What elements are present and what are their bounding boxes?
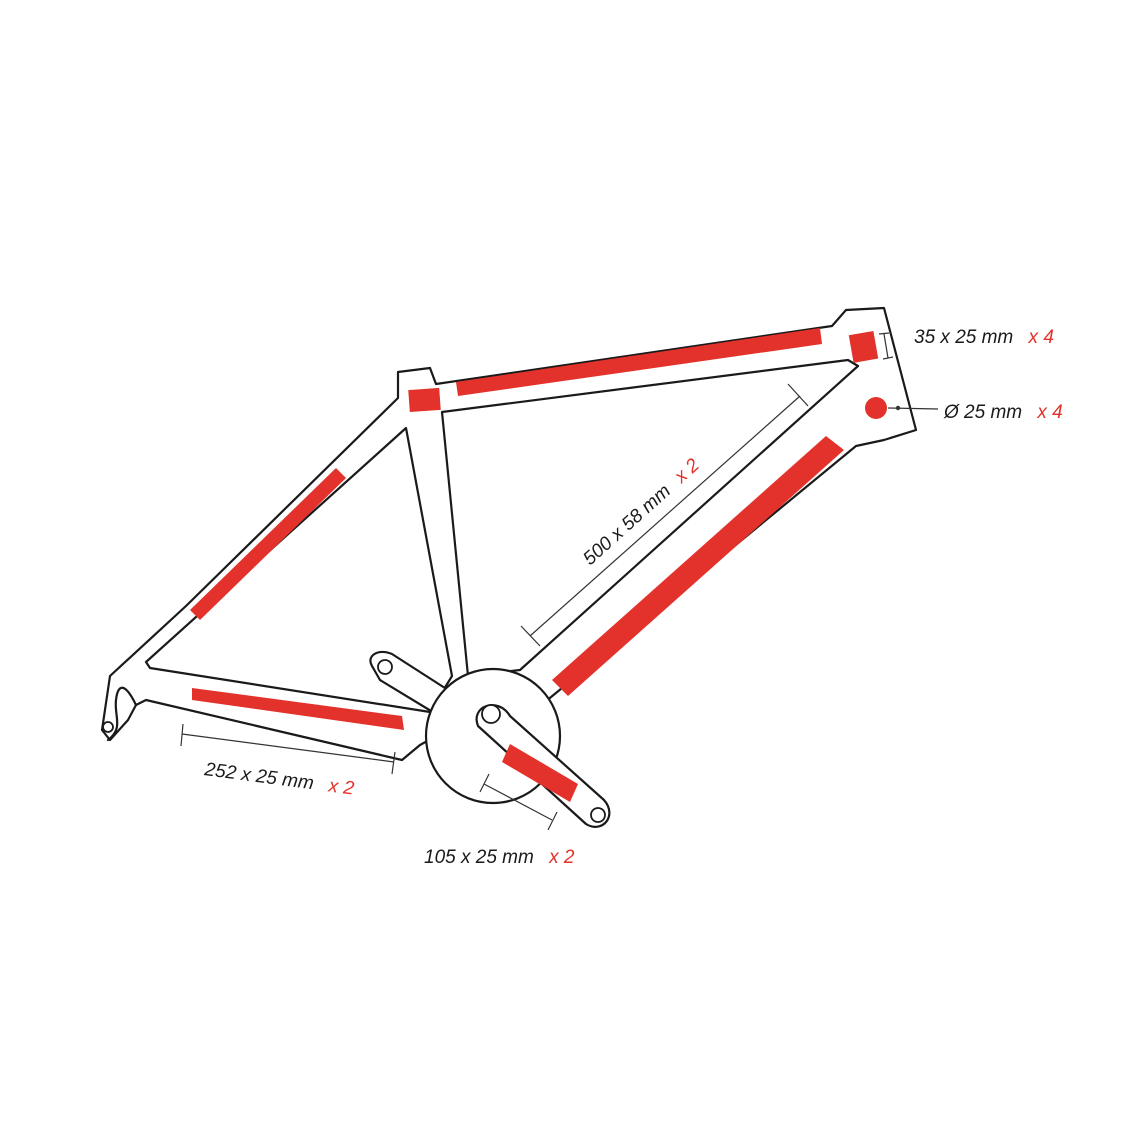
rear-dropout [106,686,138,742]
sticker-down-tube [552,436,844,696]
label-head-round-size: Ø 25 mm [943,402,1022,423]
label-chainstay: 252 x 25 mm x 2 [202,759,355,800]
dropout-hole [102,721,114,733]
sticker-head-tube-small [848,330,879,363]
dim-head-small-tick-bottom [882,356,894,360]
sticker-top-tube [456,328,822,396]
label-chainstay-size: 252 x 25 mm [202,759,315,794]
sticker-head-tube-round [865,397,887,419]
dim-down-tube-tick-low [520,625,541,647]
dim-head-small-tick-top [878,332,890,335]
dim-head-small [883,333,889,359]
dim-chainstay-tick-right [391,751,396,775]
dimension-lines [180,332,939,831]
label-head-round: Ø 25 mm x 4 [943,402,1063,423]
stickers [190,328,887,802]
bike-frame [100,306,918,762]
rear-triangle-opening [144,426,454,714]
dim-crank-tick-left [479,773,490,793]
pedal-hole-rear [377,659,393,675]
dim-chainstay-tick-left [180,723,184,747]
sticker-crank [502,744,578,802]
label-head-round-qty: x 4 [1036,402,1062,423]
label-head-small-qty: x 4 [1028,327,1054,348]
dim-crank-tick-right [547,811,558,831]
label-crank: 105 x 25 mm x 2 [424,847,575,868]
dim-down-tube-tick-high [787,383,809,407]
dim-chainstay [181,733,395,763]
sticker-seat-cluster [408,387,441,413]
label-head-small: 35 x 25 mm x 4 [914,327,1054,348]
sticker-chainstay [192,688,404,730]
pedal-hole-front [590,807,606,823]
leader-head-round-dot [895,405,901,411]
sticker-seat-stay [190,468,346,620]
crank-spindle [481,704,501,724]
dim-crank [483,783,553,821]
frame-inner-opening [440,358,860,678]
label-head-small-size: 35 x 25 mm [914,327,1013,348]
label-crank-size: 105 x 25 mm [424,847,534,868]
dim-down-tube [529,395,801,637]
label-chainstay-qty: x 2 [326,775,355,799]
label-crank-qty: x 2 [548,847,575,868]
